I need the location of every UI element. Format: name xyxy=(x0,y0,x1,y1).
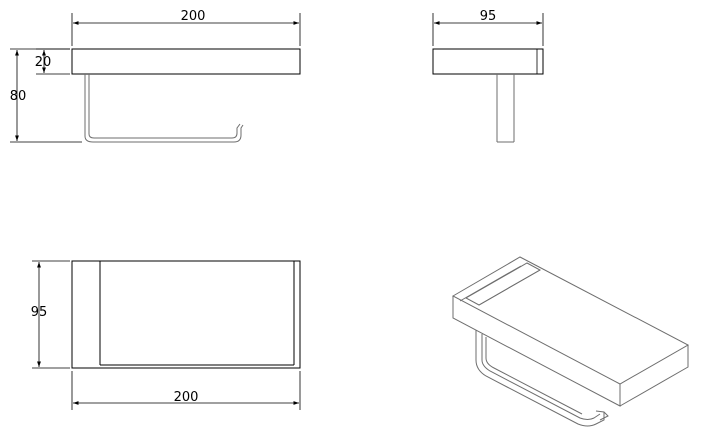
side-plate xyxy=(432,48,544,75)
iso-view xyxy=(451,256,690,427)
top-plate xyxy=(71,260,301,369)
iso-plate-recess-line xyxy=(459,265,541,306)
front-plate xyxy=(71,48,301,75)
iso-roll-arm-tip xyxy=(595,410,609,421)
front-thickness-label: 20 xyxy=(35,55,52,70)
top-width-dimension: 200 xyxy=(71,371,301,410)
iso-plate-recess xyxy=(464,262,542,306)
top-view: 95 200 xyxy=(31,260,301,410)
front-height-dimension: 80 xyxy=(10,48,82,143)
side-view: 95 xyxy=(432,9,544,143)
top-depth-dimension: 95 xyxy=(31,260,70,369)
front-view: 200 20 80 xyxy=(10,9,301,143)
side-depth-dimension: 95 xyxy=(432,9,544,46)
top-depth-label: 95 xyxy=(31,305,48,320)
side-depth-label: 95 xyxy=(480,9,497,24)
iso-plate-front xyxy=(452,296,621,407)
iso-plate-right xyxy=(619,345,689,407)
top-width-label: 200 xyxy=(174,390,199,405)
front-width-dimension: 200 xyxy=(71,9,301,46)
side-roll-arm xyxy=(496,74,515,143)
front-height-label: 80 xyxy=(10,89,27,104)
front-thickness-dimension: 20 xyxy=(35,48,70,75)
iso-roll-arm xyxy=(475,330,605,427)
front-roll-arm xyxy=(84,74,244,143)
iso-plate-top xyxy=(451,256,690,385)
front-width-label: 200 xyxy=(181,9,206,24)
